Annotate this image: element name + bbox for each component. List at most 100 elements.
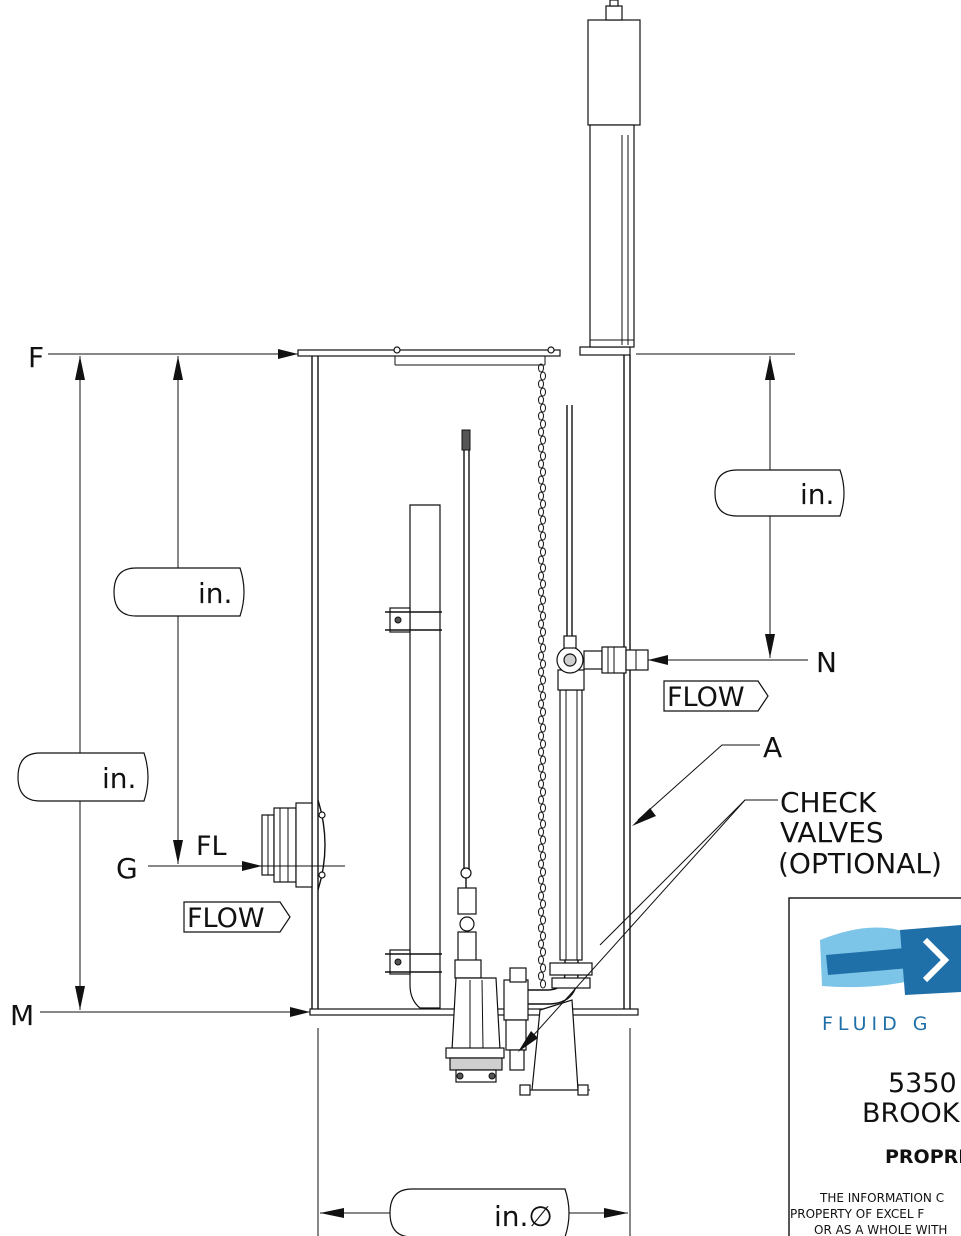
chain-link	[538, 875, 544, 885]
chain-link	[538, 971, 544, 981]
chain-link	[538, 763, 544, 773]
chain-link	[538, 427, 544, 437]
chain-link	[538, 907, 544, 917]
brand-subtitle: FLUID G	[822, 1013, 932, 1035]
float-switch	[457, 429, 477, 963]
chain-link	[538, 571, 544, 581]
chain-link	[538, 379, 544, 389]
chain-link	[538, 459, 544, 469]
chain-link	[538, 603, 544, 613]
chain-link	[540, 371, 546, 381]
chain-link	[540, 675, 546, 685]
chain-link	[540, 803, 546, 813]
chain-link	[540, 947, 546, 957]
chain-link	[540, 707, 546, 717]
chain-link	[540, 739, 546, 749]
notice-line-2: PROPERTY OF EXCEL F	[790, 1207, 924, 1221]
chain-link	[540, 531, 546, 541]
chain-link	[538, 395, 544, 405]
chain-link	[538, 811, 544, 821]
title-block	[788, 897, 961, 1236]
chain-link	[540, 963, 546, 973]
chain-link	[540, 867, 546, 877]
chain-link	[540, 819, 546, 829]
dimension-f-to-m: in.	[102, 762, 136, 795]
chain-link	[540, 691, 546, 701]
flow-inlet-label: FLOW	[187, 903, 265, 934]
check-valves-line-3: (OPTIONAL)	[778, 847, 942, 880]
chain-link	[538, 363, 544, 373]
label-a: A	[763, 731, 782, 764]
company-logo	[820, 925, 961, 995]
dimension-lines	[17, 349, 845, 1236]
chain-link	[540, 851, 546, 861]
chain-link	[538, 539, 544, 549]
chain-link	[540, 627, 546, 637]
chain-link	[538, 715, 544, 725]
chain-link	[540, 387, 546, 397]
lift-chain	[538, 363, 546, 989]
chain-link	[538, 443, 544, 453]
pump	[445, 959, 505, 1083]
chain-link	[538, 795, 544, 805]
chain-link	[538, 491, 544, 501]
chain-link	[540, 755, 546, 765]
chain-link	[540, 771, 546, 781]
chain-link	[538, 667, 544, 677]
label-m: M	[10, 999, 34, 1032]
chain-link	[538, 699, 544, 709]
dimension-diameter: in.∅	[494, 1200, 553, 1233]
flow-inlet-arrow	[183, 901, 291, 933]
inlet-hub	[261, 799, 326, 891]
chain-link	[538, 507, 544, 517]
label-fl: FL	[196, 831, 227, 862]
chain-link	[538, 619, 544, 629]
discharge-assembly	[503, 405, 649, 1096]
notice-line-1: THE INFORMATION C	[819, 1191, 944, 1205]
chain-link	[540, 467, 546, 477]
proprietary-heading: PROPRI	[885, 1146, 961, 1168]
chain-link	[538, 587, 544, 597]
chain-link	[540, 787, 546, 797]
chain-link	[540, 723, 546, 733]
chain-link	[538, 891, 544, 901]
notice-line-3: OR AS A WHOLE WITH	[814, 1223, 947, 1236]
check-valves-line-1: CHECK	[780, 786, 877, 819]
chain-link	[538, 859, 544, 869]
vent-riser	[587, 0, 641, 348]
label-g: G	[116, 852, 138, 885]
chain-link	[540, 547, 546, 557]
chain-link	[540, 403, 546, 413]
chain-link	[538, 555, 544, 565]
chain-link	[540, 659, 546, 669]
chain-link	[540, 595, 546, 605]
chain-link	[540, 931, 546, 941]
chain-link	[540, 579, 546, 589]
chain-link	[540, 979, 546, 989]
chain-link	[538, 411, 544, 421]
chain-link	[538, 747, 544, 757]
chain-link	[540, 835, 546, 845]
chain-link	[538, 779, 544, 789]
flow-outlet-label: FLOW	[667, 682, 745, 713]
chain-link	[540, 899, 546, 909]
label-f: F	[28, 341, 44, 374]
chain-link	[540, 515, 546, 525]
chain-link	[538, 731, 544, 741]
chain-link	[538, 635, 544, 645]
chain-link	[540, 483, 546, 493]
chain-link	[538, 923, 544, 933]
chain-link	[538, 475, 544, 485]
chain-link	[538, 955, 544, 965]
chain-link	[540, 883, 546, 893]
chain-link	[540, 499, 546, 509]
flow-outlet-arrow	[663, 680, 769, 712]
chain-link	[540, 419, 546, 429]
chain-link	[540, 563, 546, 573]
address-line-2: BROOK	[862, 1098, 961, 1129]
chain-link	[538, 523, 544, 533]
chain-link	[538, 683, 544, 693]
check-valves-line-2: VALVES	[780, 816, 884, 849]
chain-link	[538, 939, 544, 949]
chain-link	[540, 643, 546, 653]
